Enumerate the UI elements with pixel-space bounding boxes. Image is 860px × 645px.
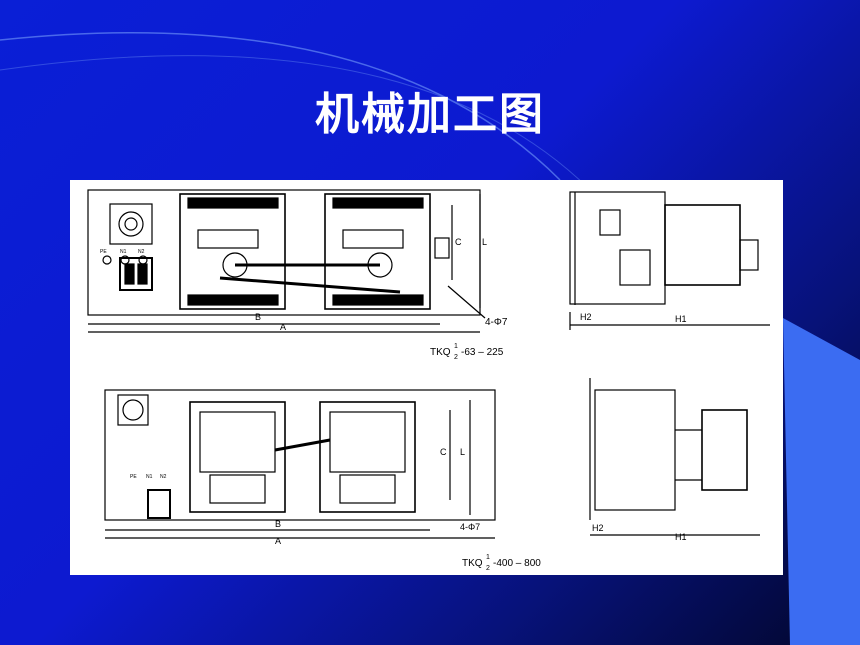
bottom-side-h1: H1 — [675, 532, 687, 542]
bottom-side-body — [594, 389, 676, 511]
top-side-h2: H2 — [580, 312, 592, 322]
bottom-hole-note: 4-Φ7 — [460, 522, 480, 532]
top-hole-note: 4-Φ7 — [485, 317, 508, 328]
bottom-base-plate — [104, 389, 496, 521]
bottom-model-range: -400 – 800 — [493, 558, 541, 569]
top-side-body — [569, 191, 666, 305]
top-terminal-pe: PE — [100, 249, 107, 255]
bottom-breaker-2 — [319, 401, 416, 513]
top-terminal-n1: N1 — [120, 249, 127, 255]
bottom-dim-c: C — [440, 447, 447, 457]
drawing-canvas: B A C L 4-Φ7 TKQ 1 2 -63 – 225 H2 H1 PE … — [87, 189, 770, 572]
bottom-terminal-pe: PE — [130, 474, 137, 480]
slide-title: 机械加工图 — [315, 89, 545, 140]
top-dim-l: L — [482, 237, 487, 247]
bottom-side-h2: H2 — [592, 523, 604, 533]
top-model-sub: 2 — [454, 354, 458, 361]
top-dim-a: A — [280, 322, 286, 332]
top-side-h1: H1 — [675, 314, 687, 324]
bottom-terminal-n1: N1 — [146, 474, 153, 480]
bottom-dim-l: L — [460, 447, 465, 457]
top-model-sup: 1 — [454, 343, 458, 350]
top-breaker-2 — [324, 193, 431, 310]
bottom-model-sub: 2 — [486, 565, 490, 572]
top-dim-b: B — [255, 312, 261, 322]
bottom-model: TKQ — [462, 558, 483, 569]
bottom-dim-a: A — [275, 536, 281, 546]
top-model: TKQ — [430, 347, 451, 358]
mechanical-drawing: B A C L 4-Φ7 TKQ 1 2 -63 – 225 H2 H1 PE … — [70, 180, 783, 575]
top-model-range: -63 – 225 — [461, 347, 504, 358]
bottom-terminal-n2: N2 — [160, 474, 167, 480]
top-dim-c: C — [455, 237, 462, 247]
bottom-dim-b: B — [275, 519, 281, 529]
bottom-model-sup: 1 — [486, 554, 490, 561]
top-terminal-n2: N2 — [138, 249, 145, 255]
bottom-breaker-1 — [189, 401, 286, 513]
top-breaker-1 — [179, 193, 286, 310]
